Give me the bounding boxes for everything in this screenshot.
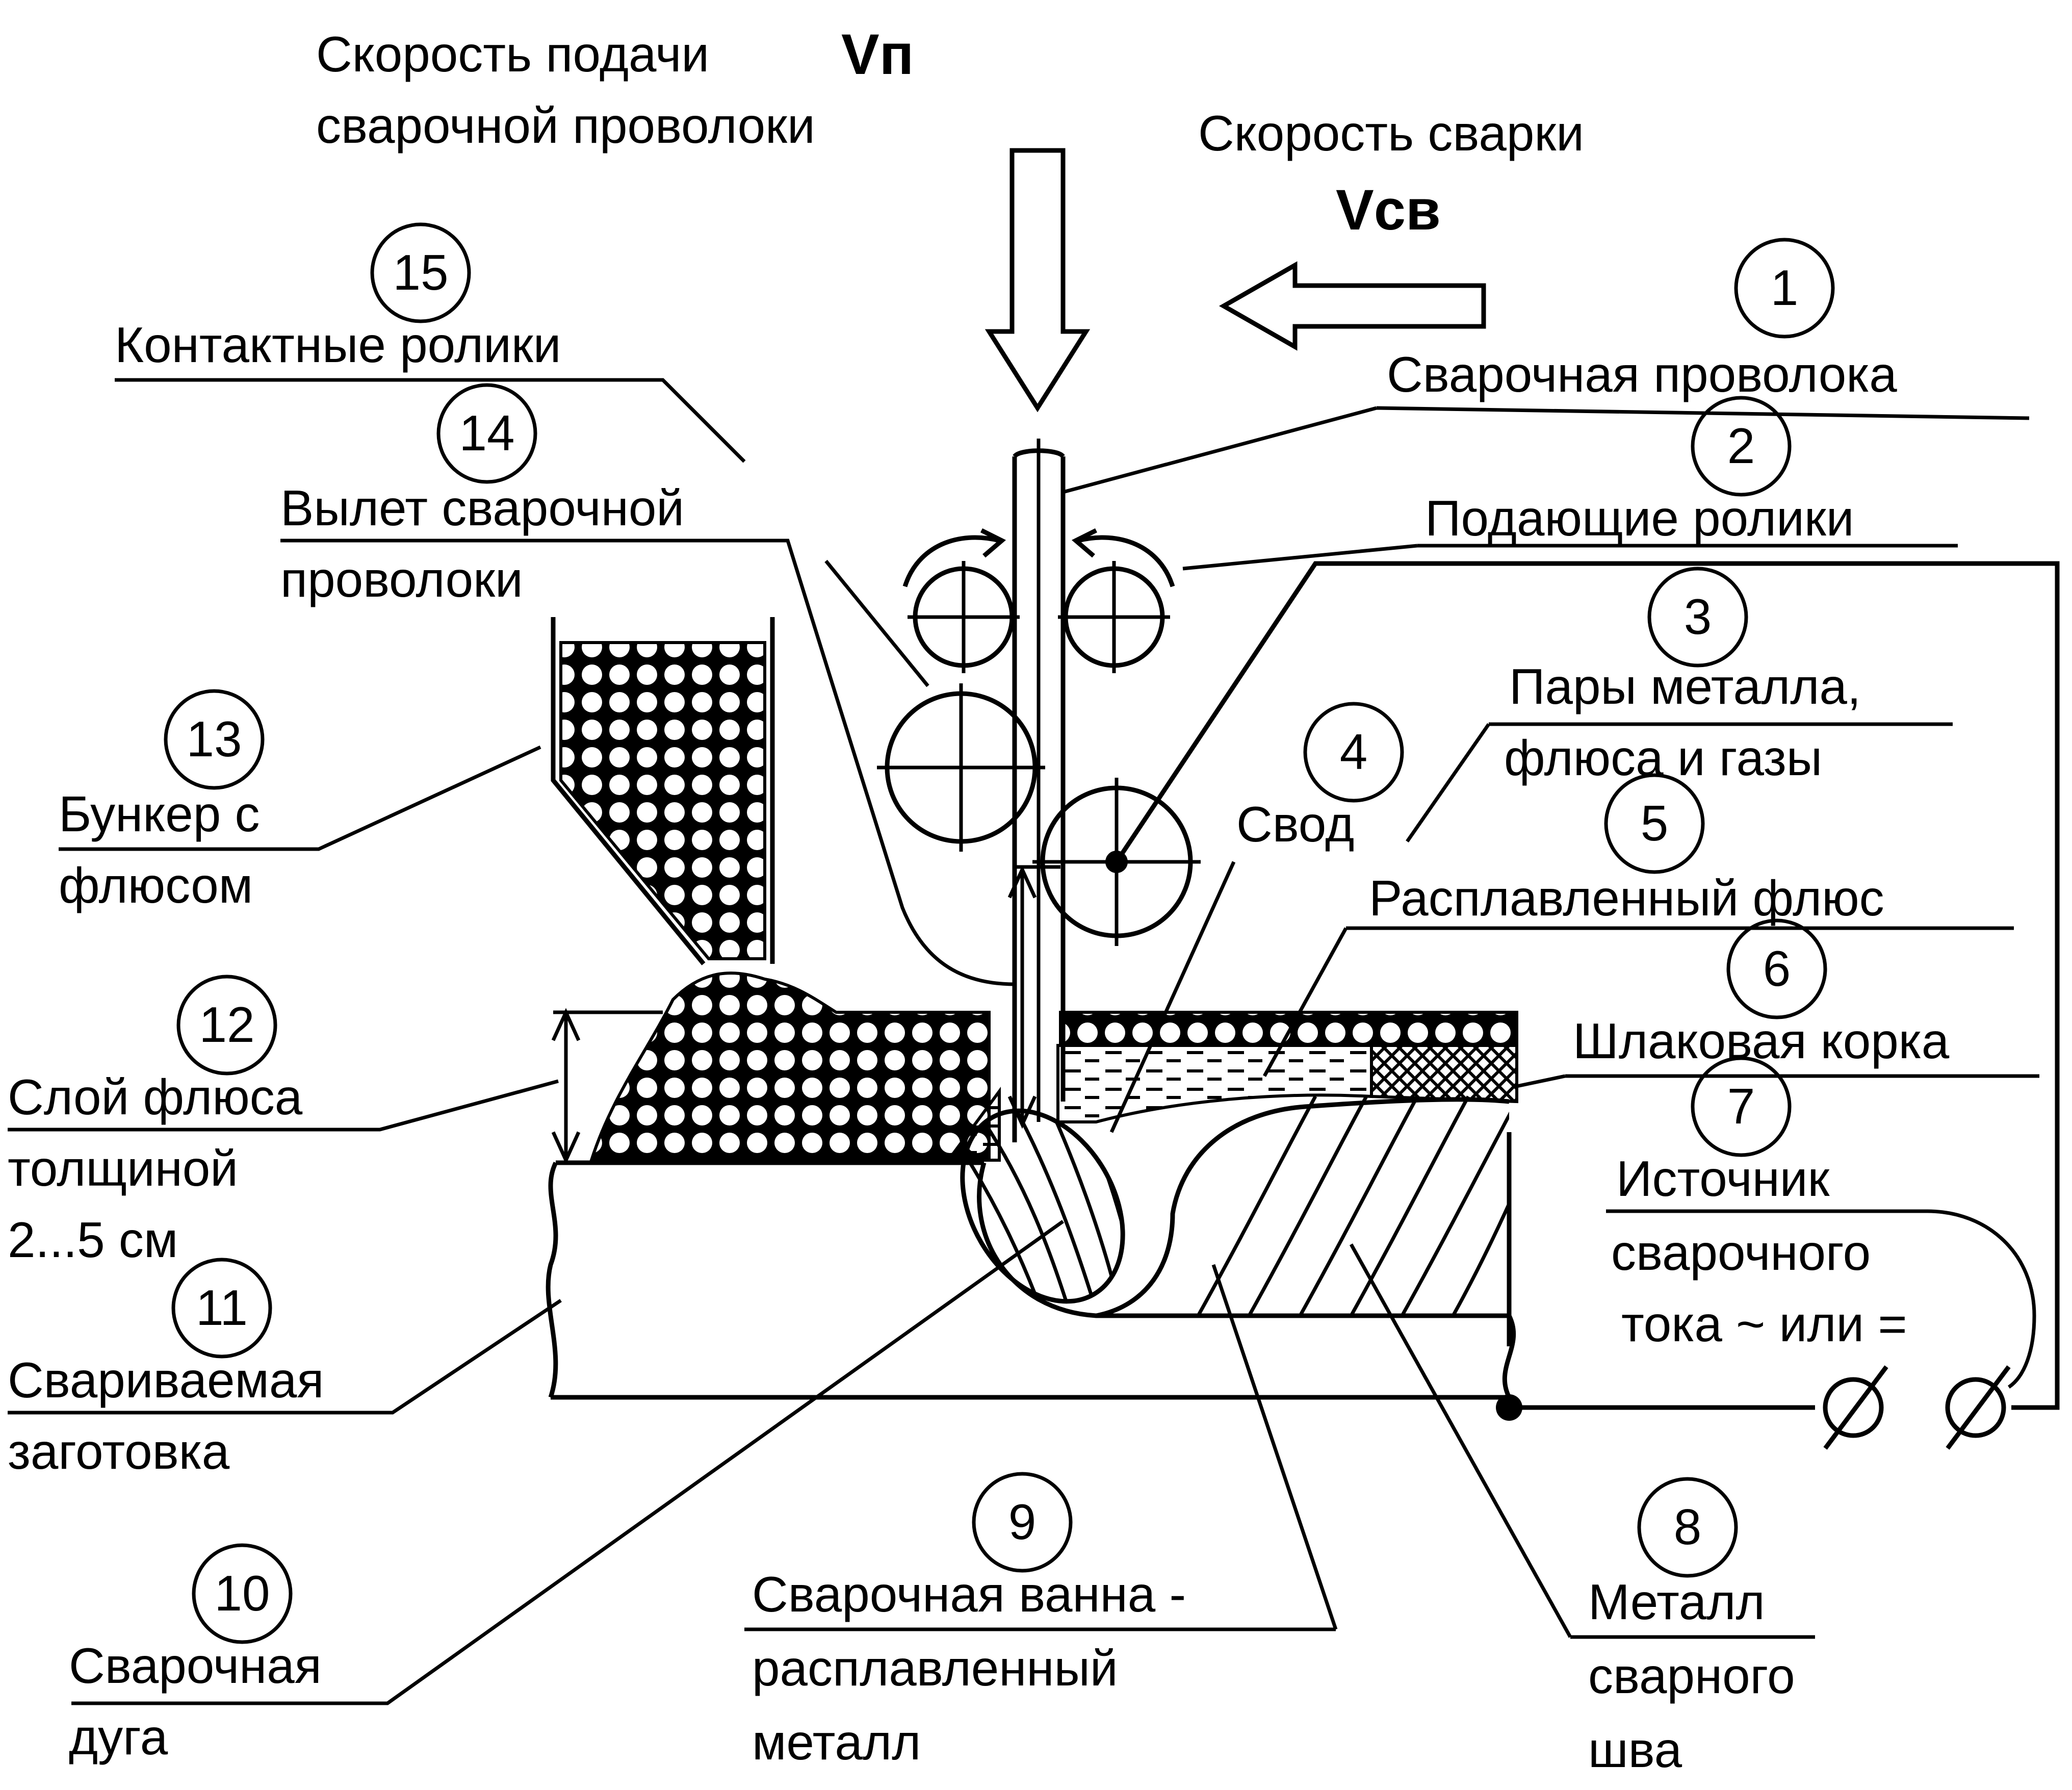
flux-hopper: [551, 617, 775, 965]
label-hopper-line2: флюсом: [59, 857, 253, 913]
source-bracket: [1606, 1209, 2036, 1389]
label-flux-layer-line3: 2...5 см: [8, 1212, 178, 1268]
callout-number: 8: [1674, 1499, 1702, 1555]
callout-number: 10: [214, 1565, 270, 1621]
callout-number: 1: [1771, 260, 1799, 316]
callout-number: 3: [1684, 589, 1712, 645]
label-arc-line1: Сварочная: [69, 1638, 322, 1694]
label-hopper-line1: Бункер с: [59, 786, 260, 842]
feed-roller-right-rotation-head: [1071, 528, 1098, 558]
callout-1: 1 Сварочная проволока: [1063, 238, 2030, 494]
label-weld-pool-line2: расплавленный: [752, 1640, 1118, 1696]
label-arc-line2: дуга: [69, 1709, 168, 1765]
callout-11: 11 Свариваемая заготовка: [8, 1258, 562, 1479]
label-source-line2: сварочного: [1611, 1224, 1871, 1281]
feed-roller-right-cross: [1058, 561, 1170, 673]
label-source-line1: Источник: [1616, 1150, 1830, 1207]
label-flux-layer-line2: толщиной: [8, 1140, 238, 1196]
terminal-icon: [1945, 1365, 2011, 1450]
weld-speed-label: Скорость сварки: [1198, 105, 1584, 161]
label-weld-pool-line1: Сварочная ванна -: [752, 1566, 1186, 1622]
label-slag-crust: Шлаковая корка: [1573, 1013, 1950, 1069]
flux-thickness-dimension: [551, 1008, 663, 1165]
current-wire: [1115, 561, 2060, 1410]
label-stickout-line1: Вылет сварочной: [280, 480, 684, 536]
terminal-icon: [1823, 1365, 1888, 1450]
weld-speed-symbol: Vсв: [1336, 178, 1441, 242]
label-workpiece-line1: Свариваемая: [8, 1352, 324, 1408]
callout-number: 4: [1340, 724, 1368, 780]
arrow-down-icon: [985, 148, 1091, 413]
callout-8: 8 Металл сварного шва: [1349, 1243, 1815, 1778]
callout-number: 12: [199, 996, 254, 1053]
arrow-left-icon: [1219, 261, 1486, 351]
workpiece: [546, 1132, 1512, 1400]
callout-9: 9 Сварочная ванна - расплавленный металл: [744, 1264, 1338, 1770]
stickout-dimension: [1007, 865, 1060, 1129]
workpiece-right-wavy-edge: [1502, 1314, 1516, 1399]
contact-roller-left-cross: [877, 683, 1045, 852]
feed-roller-left-rotation: [902, 535, 1000, 587]
label-vault: Свод: [1236, 796, 1354, 852]
callout-number: 14: [459, 405, 514, 461]
callout-number: 6: [1763, 940, 1791, 996]
label-feed-rollers: Подающие ролики: [1425, 490, 1854, 546]
molten-flux: [1056, 1044, 1373, 1123]
callout-number: 13: [186, 711, 242, 767]
feed-speed-label-line2: сварочной проволоки: [316, 97, 815, 154]
label-flux-layer-line1: Слой флюса: [8, 1069, 303, 1125]
flux-hopper-fill: [559, 641, 766, 960]
label-weld-metal-line3: шва: [1588, 1722, 1682, 1778]
callout-13: 13 Бункер с флюсом: [59, 689, 541, 913]
label-workpiece-line2: заготовка: [8, 1423, 230, 1479]
callout-14: 14 Вылет сварочной проволоки: [280, 383, 1015, 986]
flux-heap: [589, 971, 991, 1162]
feed-roller-left-cross: [908, 561, 1020, 673]
callout-12: 12 Слой флюса толщиной 2...5 см: [8, 975, 559, 1268]
feed-roller-right-rotation: [1077, 535, 1175, 587]
label-weld-pool-line3: металл: [752, 1714, 921, 1770]
callout-number: 15: [393, 244, 448, 300]
feed-roller-left-rotation-head: [980, 528, 1006, 558]
callout-number: 2: [1727, 418, 1755, 474]
callout-15: 15 Контактные ролики: [115, 222, 929, 687]
callout-number: 7: [1727, 1078, 1755, 1134]
label-welding-wire: Сварочная проволока: [1387, 346, 1897, 402]
label-source-line3: тока ~ или =: [1621, 1296, 1907, 1352]
callout-3: 3 Пары металла, флюса и газы: [1406, 567, 1953, 842]
callout-4: 4 Свод: [1109, 702, 1404, 1133]
callout-number: 9: [1008, 1494, 1037, 1550]
ground-node: [1496, 1394, 1522, 1421]
label-stickout-line2: проволоки: [280, 551, 523, 607]
label-contact-rollers: Контактные ролики: [115, 317, 561, 373]
label-vapors-line1: Пары металла,: [1509, 658, 1861, 714]
callout-7: 7 Источник сварочного тока ~ или =: [1611, 1056, 1907, 1352]
label-weld-metal-line2: сварного: [1588, 1648, 1795, 1704]
slag-crust: [1370, 1044, 1518, 1104]
callout-10: 10 Сварочная дуга: [69, 1220, 1065, 1765]
callout-6: 6 Шлаковая корка: [1516, 918, 2039, 1088]
feed-speed-symbol: Vп: [841, 22, 914, 86]
callout-2: 2 Подающие ролики: [1182, 396, 1958, 571]
callout-number: 5: [1641, 795, 1669, 851]
flux-wedge-left: [945, 1086, 1001, 1162]
arc-hatching: [962, 1095, 1134, 1322]
label-molten-flux: Расплавленный флюс: [1369, 870, 1884, 926]
label-weld-metal-line1: Металл: [1588, 1574, 1765, 1630]
callout-number: 11: [196, 1280, 248, 1336]
feed-speed-label: Скорость подачи: [316, 26, 709, 82]
callout-5: 5 Расплавленный флюс: [1262, 773, 2014, 1077]
weld-seam-hatching: [1196, 1095, 1509, 1316]
